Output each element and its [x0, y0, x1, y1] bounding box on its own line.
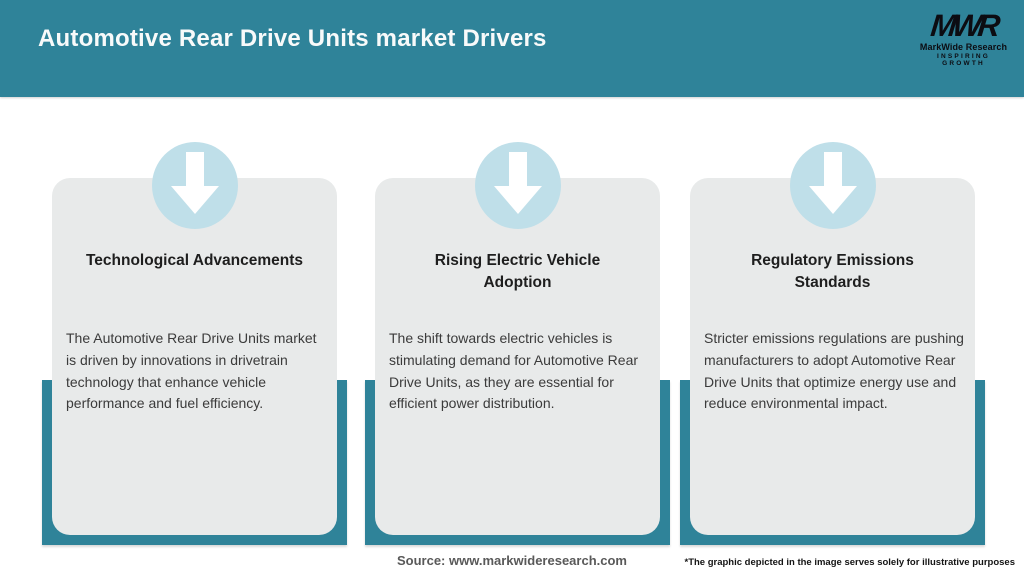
card-title: Rising Electric Vehicle Adoption	[434, 252, 601, 291]
disclaimer-note: *The graphic depicted in the image serve…	[684, 557, 1016, 568]
logo-mwr-icon: MWR	[928, 8, 999, 43]
source-line: Source: www.markwideresearch.com	[396, 553, 627, 568]
card-title: Technological Advancements	[85, 252, 304, 269]
card-title: Regulatory Emissions Standards	[751, 252, 914, 291]
header-bar: Automotive Rear Drive Units market Drive…	[0, 0, 1024, 97]
logo-name: MarkWide Research	[919, 42, 1008, 52]
down-arrow-icon	[152, 142, 238, 229]
markwide-logo: MWR MarkWide Research INSPIRING GROWTH	[916, 8, 1011, 67]
card-body: Stricter emissions regulations are pushi…	[704, 330, 964, 412]
driver-card-rising-ev-adoption: Rising Electric Vehicle Adoption The shi…	[375, 178, 660, 535]
down-arrow-icon	[790, 142, 876, 229]
driver-card-technological-advancements: Technological Advancements The Automotiv…	[52, 178, 337, 535]
page-title: Automotive Rear Drive Units market Drive…	[38, 25, 547, 52]
card-body: The shift towards electric vehicles is s…	[389, 330, 639, 412]
card-body: The Automotive Rear Drive Units market i…	[66, 330, 317, 412]
logo-tagline: INSPIRING GROWTH	[936, 53, 991, 67]
down-arrow-icon	[475, 142, 561, 229]
driver-card-regulatory-emissions: Regulatory Emissions Standards Stricter …	[690, 178, 975, 535]
